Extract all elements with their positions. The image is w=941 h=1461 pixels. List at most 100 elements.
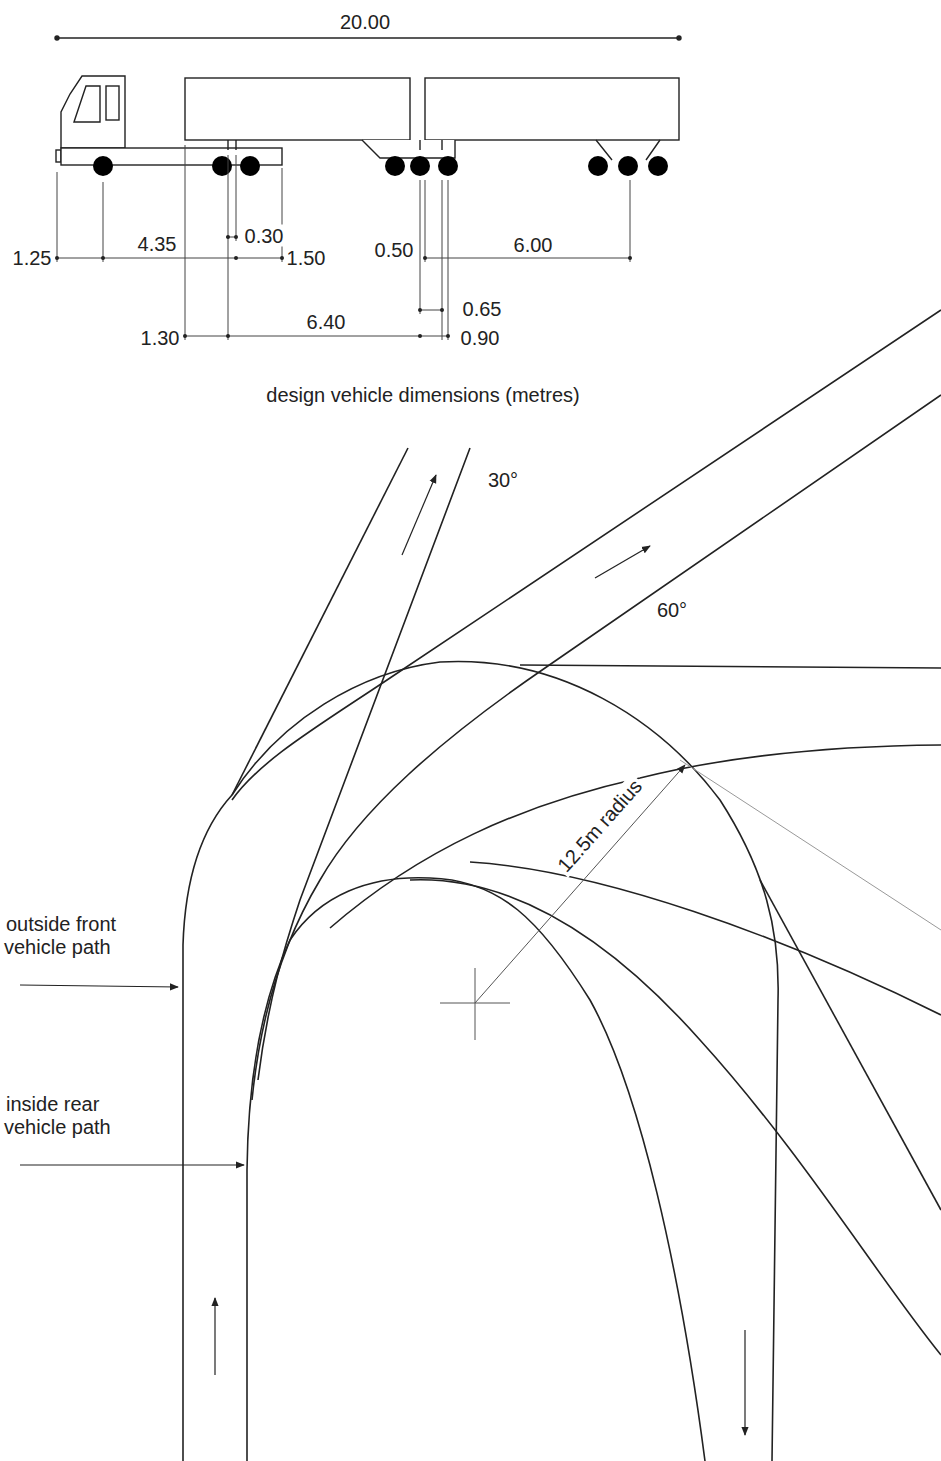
callout-label-holder: inside rear vehicle path xyxy=(4,1093,139,1139)
dimension-label-holder: 0.90 xyxy=(459,327,502,350)
wheels xyxy=(93,156,668,176)
radius-label: 12.5m radius xyxy=(552,774,648,878)
direction-arrow xyxy=(595,546,650,578)
dimension-label-holder: 20.00 xyxy=(338,11,392,34)
wheel xyxy=(588,156,608,176)
direction-arrow xyxy=(744,1330,745,1435)
wheel xyxy=(618,156,638,176)
callout-arrow xyxy=(20,1164,244,1165)
callout-label-holder: outside front vehicle path xyxy=(4,913,139,959)
dimension-label: 6.40 xyxy=(305,311,348,333)
angle-label-holder: 60° xyxy=(655,599,689,622)
overall-dimension-line xyxy=(57,37,679,38)
trailer-body xyxy=(425,78,679,140)
dimension-label: 0.50 xyxy=(373,239,416,261)
outside-front-path xyxy=(183,661,778,1461)
door-window xyxy=(106,86,119,120)
extension-lines xyxy=(57,145,630,340)
dimension-label-holder: 1.50 xyxy=(285,247,328,270)
dimension-dot xyxy=(226,235,230,239)
dimension-line xyxy=(185,336,448,337)
dimension-label-holder: 4.35 xyxy=(136,233,179,256)
cab-window xyxy=(74,86,100,122)
wheel xyxy=(385,156,405,176)
wheel xyxy=(438,156,458,176)
dimension-label: 4.35 xyxy=(136,233,179,255)
dimension-dot xyxy=(226,334,230,338)
dolly-pin xyxy=(420,140,442,150)
swept-path xyxy=(470,862,941,1015)
angle-label: 60° xyxy=(655,599,689,621)
dimension-label: 0.90 xyxy=(459,327,502,349)
road-edge-30 xyxy=(232,448,408,795)
design-vehicle xyxy=(55,36,681,176)
dimension-dot xyxy=(418,308,422,312)
road-edge-90 xyxy=(330,745,941,928)
road-edge-90 xyxy=(520,665,941,668)
dimension-label: 0.30 xyxy=(243,225,286,247)
road-edge-60 xyxy=(252,395,941,1100)
callout-label: outside front vehicle path xyxy=(4,913,116,958)
swept-path xyxy=(760,880,941,1210)
dolly-frame xyxy=(362,140,455,158)
dimension-dot xyxy=(440,308,444,312)
truck-cab xyxy=(61,76,125,148)
centre-mark xyxy=(440,968,510,1040)
direction-arrows xyxy=(20,475,745,1435)
dimension-label: 1.25 xyxy=(11,247,54,269)
dimension-label: 1.30 xyxy=(139,327,182,349)
trailer-body xyxy=(185,78,410,140)
dimension-line xyxy=(57,258,282,259)
direction-arrow xyxy=(214,1298,215,1375)
radius-leader xyxy=(475,765,685,1003)
wheel xyxy=(240,156,260,176)
dimension-label: 0.65 xyxy=(461,298,504,320)
swept-path xyxy=(410,880,941,1355)
construction-line xyxy=(680,760,941,930)
callout-arrow xyxy=(20,985,178,987)
wheel xyxy=(212,156,232,176)
dimension-dot xyxy=(234,256,238,260)
dimension-label-holder: 0.50 xyxy=(373,239,416,262)
angle-label-holder: 30° xyxy=(486,469,520,492)
dimension-dot xyxy=(101,256,105,260)
dimension-dot xyxy=(234,235,238,239)
dimension-dot xyxy=(628,256,632,260)
dimension-label: 6.00 xyxy=(512,234,555,256)
wheel xyxy=(648,156,668,176)
callout-label: inside rear vehicle path xyxy=(4,1093,113,1138)
turning-paths xyxy=(183,310,941,1461)
caption: design vehicle dimensions (metres) xyxy=(264,384,581,406)
road-edge-60 xyxy=(232,310,941,800)
dimension-dot xyxy=(423,256,427,260)
dimension-dot xyxy=(418,334,422,338)
caption-holder: design vehicle dimensions (metres) xyxy=(264,384,581,407)
dimension-dot xyxy=(55,256,59,260)
wheel xyxy=(410,156,430,176)
dimension-dot xyxy=(183,334,187,338)
dimension-lines xyxy=(57,145,630,340)
kingpin xyxy=(228,140,236,150)
direction-arrow xyxy=(402,475,436,555)
angle-label: 30° xyxy=(486,469,520,491)
dimension-dot xyxy=(677,36,681,40)
dimension-label: 1.50 xyxy=(285,247,328,269)
inside-rear-path xyxy=(247,878,705,1461)
dimension-label-holder: 1.25 xyxy=(11,247,54,270)
dimension-label-holder: 6.40 xyxy=(305,311,348,334)
radius-label-holder: 12.5m radius xyxy=(552,774,648,879)
dimension-dot xyxy=(55,36,59,40)
dimension-label: 20.00 xyxy=(338,11,392,33)
road-edge-30 xyxy=(258,448,470,1080)
dimension-label-holder: 0.30 xyxy=(243,225,286,248)
dimension-label-holder: 0.65 xyxy=(461,298,504,321)
dimension-dot xyxy=(280,256,284,260)
dimension-line xyxy=(420,310,442,311)
dimension-line xyxy=(425,258,630,259)
dimension-label-holder: 1.30 xyxy=(139,327,182,350)
dimension-dot xyxy=(446,334,450,338)
wheel xyxy=(93,156,113,176)
dimension-label-holder: 6.00 xyxy=(512,234,555,257)
